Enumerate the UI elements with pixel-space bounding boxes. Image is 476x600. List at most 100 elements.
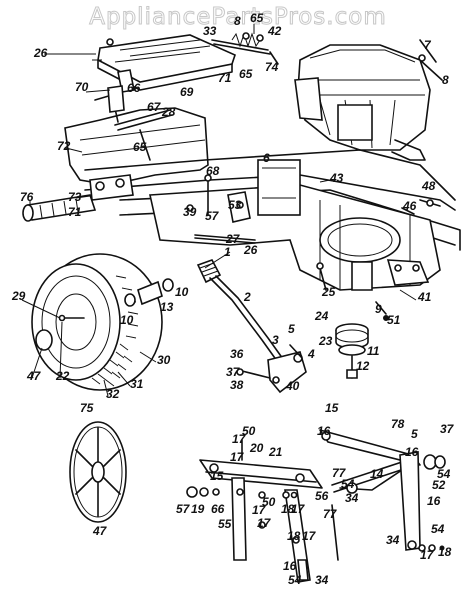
callout-46: 46: [402, 199, 417, 213]
callout-39: 39: [183, 205, 197, 219]
callout-17: 17: [302, 529, 317, 543]
callout-11: 11: [367, 344, 380, 358]
lower-linkage-left: [186, 439, 323, 583]
callout-22: 22: [55, 369, 70, 383]
callout-3: 3: [272, 333, 279, 347]
callout-48: 48: [421, 179, 436, 193]
rear-fender-housing: [64, 85, 209, 186]
callout-57: 57: [205, 209, 220, 223]
callout-54: 54: [288, 573, 302, 587]
callout-38: 38: [230, 378, 244, 392]
callout-76: 76: [20, 190, 34, 204]
callout-54: 54: [341, 477, 355, 491]
callout-71: 71: [218, 71, 232, 85]
callout-16: 16: [405, 445, 419, 459]
callout-65: 65: [250, 11, 264, 25]
callout-50: 50: [262, 495, 276, 509]
callout-56: 56: [315, 489, 329, 503]
callout-17: 17: [257, 516, 272, 530]
brake-rod-linkage: [186, 174, 256, 244]
callout-10: 10: [175, 285, 189, 299]
callout-78: 78: [391, 417, 405, 431]
callout-18: 18: [438, 545, 452, 559]
seat-pan: [92, 34, 236, 93]
callout-36: 36: [230, 347, 244, 361]
callout-65: 65: [239, 67, 253, 81]
callout-71: 71: [68, 205, 82, 219]
callout-70: 70: [75, 80, 89, 94]
callout-66: 66: [127, 81, 141, 95]
callout-54: 54: [431, 522, 445, 536]
callout-29: 29: [11, 289, 26, 303]
callout-32: 32: [106, 387, 120, 401]
clutch-brake-pedal: [196, 259, 307, 394]
callout-25: 25: [321, 285, 336, 299]
callout-74: 74: [265, 60, 279, 74]
callout-31: 31: [130, 377, 144, 391]
frame-fasteners: [316, 199, 441, 321]
callout-24: 24: [314, 309, 329, 323]
callout-17: 17: [230, 450, 245, 464]
callout-28: 28: [161, 105, 176, 119]
lower-linkage-right: [297, 429, 446, 581]
callout-16: 16: [317, 424, 331, 438]
callout-47: 47: [26, 369, 42, 383]
main-frame: [84, 149, 461, 291]
callout-66: 66: [211, 502, 225, 516]
callout-23: 23: [318, 334, 333, 348]
callout-1: 1: [224, 245, 231, 259]
callout-77: 77: [323, 507, 338, 521]
callout-27: 27: [225, 232, 241, 246]
callout-16: 16: [283, 559, 297, 573]
callout-16: 16: [427, 494, 441, 508]
callout-53: 53: [228, 198, 242, 212]
callout-8: 8: [234, 14, 241, 28]
callout-6: 6: [263, 151, 270, 165]
callout-37: 37: [440, 422, 455, 436]
callout-13: 13: [160, 300, 174, 314]
callout-15: 15: [210, 469, 224, 483]
callout-73: 73: [68, 190, 82, 204]
callout-72: 72: [57, 139, 71, 153]
callout-41: 41: [417, 290, 432, 304]
callout-2: 2: [243, 290, 251, 304]
callout-30: 30: [157, 353, 171, 367]
callout-34: 34: [315, 573, 329, 587]
callout-51: 51: [387, 313, 401, 327]
callout-5: 5: [411, 427, 418, 441]
callout-33: 33: [203, 24, 217, 38]
callout-4: 4: [307, 347, 315, 361]
callout-26: 26: [243, 243, 258, 257]
callout-75: 75: [80, 401, 94, 415]
callout-10: 10: [120, 313, 134, 327]
callout-18: 18: [281, 502, 295, 516]
callout-17: 17: [232, 432, 247, 446]
callout-54: 54: [437, 467, 451, 481]
callout-15: 15: [325, 401, 339, 415]
callout-67: 67: [147, 100, 162, 114]
callout-68: 68: [206, 164, 220, 178]
callout-40: 40: [285, 379, 300, 393]
callout-65: 65: [133, 140, 147, 154]
hub-fasteners: [124, 278, 174, 307]
rear-tire-wheel: [31, 253, 163, 391]
callout-43: 43: [329, 171, 344, 185]
watermark: AppliancePartsPros.com: [89, 4, 387, 31]
engine-pulley: [335, 323, 369, 379]
callout-21: 21: [268, 445, 283, 459]
rear-axle: [22, 174, 134, 222]
callout-55: 55: [218, 517, 232, 531]
seat-spring-assembly: [211, 24, 279, 65]
callout-57: 57: [176, 502, 191, 516]
callout-42: 42: [267, 24, 282, 38]
callout-34: 34: [345, 491, 359, 505]
callout-19: 19: [191, 502, 205, 516]
callout-14: 14: [370, 467, 384, 481]
callout-9: 9: [375, 302, 382, 316]
callout-77: 77: [332, 466, 347, 480]
callout-8: 8: [442, 73, 449, 87]
callout-52: 52: [432, 478, 446, 492]
callout-20: 20: [249, 441, 264, 455]
